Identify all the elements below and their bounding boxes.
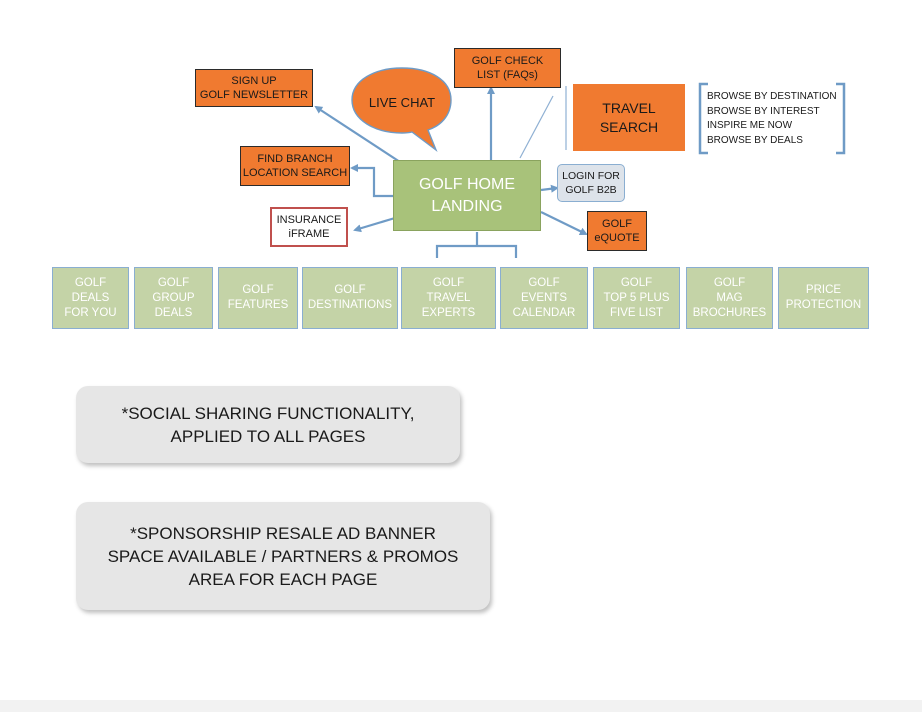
subpage-golf-features: GOLF FEATURES xyxy=(218,267,298,329)
connector-login xyxy=(540,184,559,193)
browse-bracket xyxy=(698,82,846,155)
subpage-golf-top5-list: GOLF TOP 5 PLUS FIVE LIST xyxy=(593,267,680,329)
subpage-golf-deals-for-you: GOLF DEALS FOR YOU xyxy=(52,267,129,329)
browse-option: BROWSE BY DESTINATION xyxy=(707,91,837,102)
insurance-iframe-node: INSURANCE iFRAME xyxy=(270,207,348,247)
find-branch-node: FIND BRANCH LOCATION SEARCH xyxy=(240,146,350,186)
browse-option: INSPIRE ME NOW xyxy=(707,120,793,131)
browse-option: BROWSE BY DEALS xyxy=(707,134,803,146)
connector-subpages xyxy=(435,232,518,258)
travel-search-node: TRAVEL SEARCH xyxy=(573,84,685,151)
golf-home-landing-node: GOLF HOME LANDING xyxy=(393,160,541,231)
connector-signup xyxy=(314,105,401,163)
connector-insurance xyxy=(353,216,396,233)
subpage-golf-events-calendar: GOLF EVENTS CALENDAR xyxy=(500,267,588,329)
sponsorship-note: *SPONSORSHIP RESALE AD BANNER SPACE AVAI… xyxy=(76,502,490,610)
subpage-golf-mag-brochures: GOLF MAG BROCHURES xyxy=(686,267,773,329)
connector-find-branch xyxy=(350,164,393,198)
subpage-golf-destinations: GOLF DESTINATIONS xyxy=(302,267,398,329)
golf-checklist-node: GOLF CHECK LIST (FAQs) xyxy=(454,48,561,88)
golf-equote-node: GOLF eQUOTE xyxy=(587,211,647,251)
live-chat-label: LIVE CHAT xyxy=(368,94,436,110)
social-sharing-note: *SOCIAL SHARING FUNCTIONALITY, APPLIED T… xyxy=(76,386,460,463)
subpage-price-protection: PRICE PROTECTION xyxy=(778,267,869,329)
connector-travel-search xyxy=(519,95,554,159)
subpage-golf-group-deals: GOLF GROUP DEALS xyxy=(134,267,213,329)
login-b2b-node: LOGIN FOR GOLF B2B xyxy=(557,164,625,202)
browse-options-list: BROWSE BY DESTINATION BROWSE BY INTEREST… xyxy=(707,90,839,150)
subpage-golf-travel-experts: GOLF TRAVEL EXPERTS xyxy=(401,267,496,329)
connector-equote xyxy=(540,211,588,235)
live-chat-bubble xyxy=(351,67,452,153)
bottom-strip xyxy=(0,700,922,712)
browse-option: BROWSE BY INTEREST xyxy=(707,105,820,117)
signup-newsletter-node: SIGN UP GOLF NEWSLETTER xyxy=(195,69,313,107)
